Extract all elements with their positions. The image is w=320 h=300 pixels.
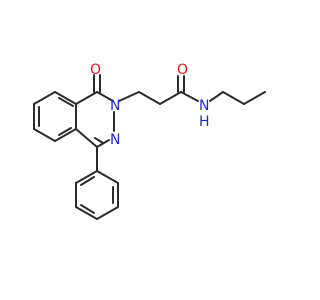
ring-carbonyl-oxygen-label: O bbox=[90, 62, 101, 78]
amide-nitrogen-label: N bbox=[199, 98, 209, 114]
amide-carbonyl-oxygen-label: O bbox=[177, 62, 188, 78]
ring-nitrogen-n3-label: N bbox=[110, 132, 120, 148]
structure-diagram: O N N O N H bbox=[0, 0, 300, 300]
bonds bbox=[33, 74, 266, 220]
background bbox=[0, 0, 300, 300]
ring-nitrogen-n2-label: N bbox=[110, 98, 120, 114]
amide-hydrogen-label: H bbox=[199, 114, 210, 130]
